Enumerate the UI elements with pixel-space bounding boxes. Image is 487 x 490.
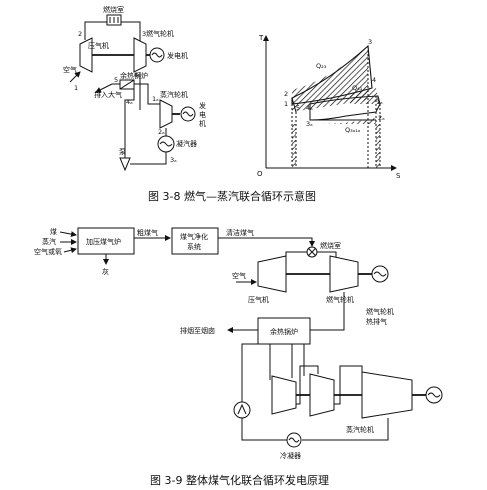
state-2a: 2ₐ	[158, 128, 165, 136]
input-coal: 煤	[50, 227, 57, 236]
gas-turbine-symbol	[133, 37, 147, 73]
ts-q41-region	[350, 88, 380, 104]
gasifier-box	[77, 227, 135, 255]
condenser-label-39: 冷凝器	[280, 451, 301, 460]
steam-turbine-ip	[309, 373, 335, 417]
air-label-39: 空气	[232, 271, 246, 280]
input-steam: 蒸汽	[42, 237, 56, 246]
pump-label: 泵	[119, 148, 126, 156]
fig39-caption: 图 3-9 整体煤气化联合循环发电原理	[150, 473, 329, 487]
ts-p3a: 3ₐ	[306, 120, 313, 128]
ts-x-label: S	[396, 172, 401, 180]
generator-2-label-c: 机	[199, 119, 206, 128]
cleanup-label-a: 煤气净化	[180, 232, 208, 241]
state-3: 3	[142, 30, 146, 38]
steam-turbine-label: 蒸汽轮机	[160, 90, 188, 99]
gas-cleanup-box	[171, 227, 219, 255]
ts-q3a1a-region	[316, 118, 376, 124]
ts-q23: Q₂₃	[316, 62, 327, 70]
ts-p3: 3	[368, 38, 372, 46]
combustor-label: 燃烧室	[103, 5, 124, 14]
ash-label: 灰	[102, 267, 109, 276]
ts-q3a1a: Q₃ₐ₁ₐ	[345, 126, 361, 134]
generator-2-label-a: 发	[199, 101, 206, 110]
steam-turbine-hp	[271, 375, 297, 415]
ts-p1: 1	[284, 100, 288, 108]
exhaust-label-b: 热排气	[366, 317, 387, 326]
gas-turbine-symbol-39	[329, 255, 359, 293]
exhaust-label-a: 燃气轮机	[366, 307, 394, 316]
fig38-caption: 图 3-8 燃气—蒸汽联合循环示意图	[148, 189, 316, 203]
ts-origin: O	[257, 170, 263, 178]
fig38-schematic-labels: 燃烧室 压气机 燃气轮机 发电机 空气 排入大气 余热锅炉 蒸汽轮机 发 电 机…	[63, 5, 206, 164]
ts-p2: 2	[284, 90, 288, 98]
ts-p2a: 2ₐ	[378, 114, 385, 122]
steam-turbine-label-39: 蒸汽轮机	[346, 425, 374, 434]
generator-1-label: 发电机	[167, 51, 188, 60]
ts-y-label: T	[258, 34, 264, 42]
generator-2-label-b: 电	[199, 110, 206, 119]
ts-gas-cycle	[291, 44, 373, 105]
combustor-label-39: 燃烧室	[320, 241, 341, 250]
compressor-label: 压气机	[88, 41, 109, 50]
ts-q41: Q₄₁	[352, 84, 363, 92]
condenser-label: 凝汽器	[176, 139, 197, 148]
ts-p5: 5	[296, 104, 300, 112]
air-label: 空气	[63, 65, 77, 74]
compressor-label-39: 压气机	[248, 295, 269, 304]
cleanup-label-b: 系统	[187, 242, 201, 251]
gasifier-label: 加压煤气炉	[86, 237, 121, 246]
state-4a: 4ₐ	[126, 98, 133, 106]
gas-turbine-label: 燃气轮机	[146, 29, 174, 38]
steam-turbine-lp	[361, 371, 413, 419]
fig39-diagram	[59, 227, 443, 448]
exhaust-label: 排入大气	[94, 90, 122, 99]
gas-turbine-label-39: 燃气轮机	[326, 295, 354, 304]
compressor-symbol	[79, 37, 93, 73]
state-4: 4	[134, 71, 138, 79]
hrsg-box-39	[257, 317, 311, 345]
state-3a: 3ₐ	[170, 156, 177, 164]
pump-symbol	[119, 157, 131, 172]
state-1: 1	[74, 84, 78, 92]
ts-p4a: 4ₐ	[306, 104, 313, 112]
input-air-oxygen: 空气或氧	[34, 247, 62, 256]
stack-label: 排烟至烟囱	[180, 326, 215, 335]
ts-p4: 4	[372, 76, 376, 84]
hrsg-label: 余热锅炉	[120, 71, 148, 80]
state-5: 5	[114, 76, 118, 84]
fig38-ts-chart	[263, 35, 397, 171]
fig38-ts-labels: T S O Q₂₃ Q₄₁ Q₃ₐ₁ₐ 3 2 1 5 4 1ₐ 4ₐ 3ₐ 2…	[257, 34, 401, 180]
hrsg-label-39: 余热锅炉	[270, 327, 298, 336]
state-1a: 1ₐ	[152, 95, 159, 103]
fig39-labels: 煤 蒸汽 空气或氧 加压煤气炉 灰 粗煤气 煤气净化 系统 清洁煤气 燃烧室 空…	[34, 227, 394, 460]
ts-band-left	[292, 124, 296, 168]
state-2: 2	[78, 30, 82, 38]
steam-turbine-symbol	[159, 99, 173, 129]
fig38-schematic	[69, 14, 196, 172]
raw-gas-label: 粗煤气	[137, 228, 158, 237]
ts-band-right	[376, 124, 380, 168]
ts-p1a: 1ₐ	[376, 98, 383, 106]
clean-gas-label: 清洁煤气	[226, 228, 254, 237]
compressor-symbol-39	[257, 255, 287, 293]
